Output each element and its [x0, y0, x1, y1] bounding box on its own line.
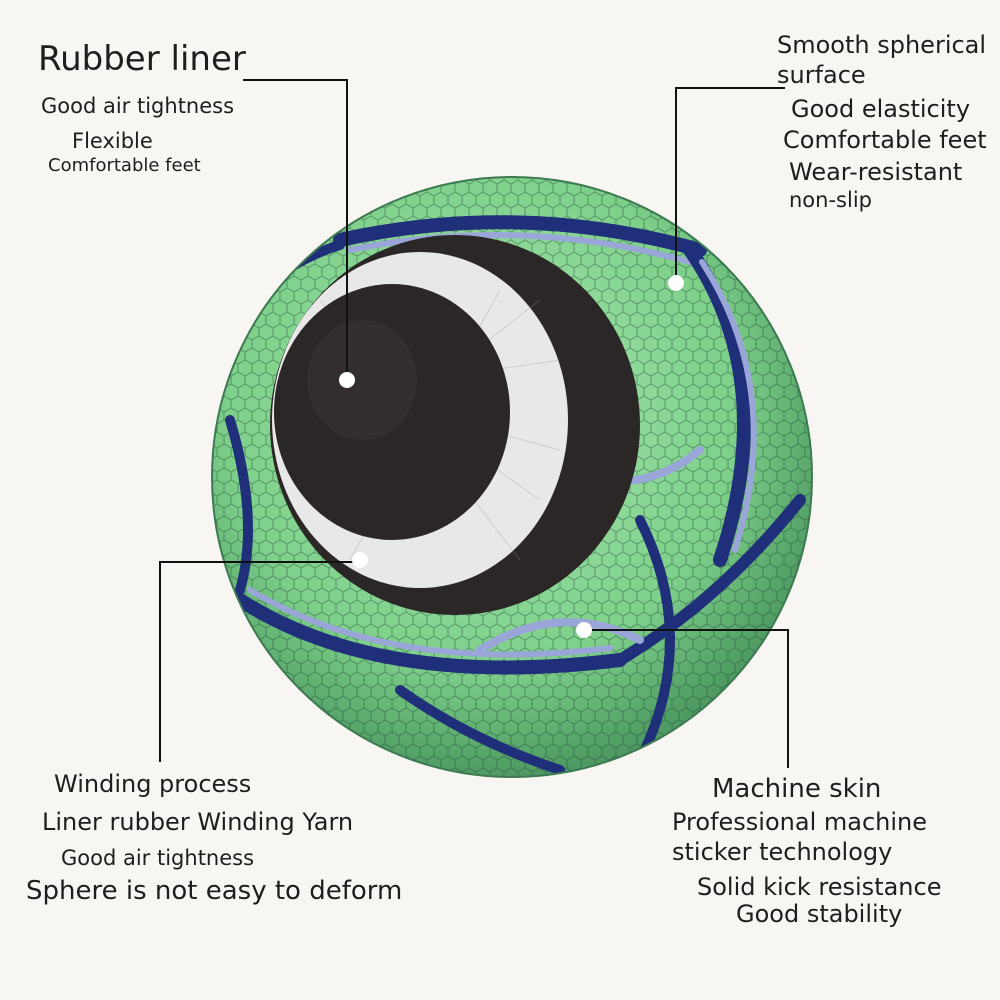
- machine-skin-dot: [576, 622, 592, 638]
- machine-skin-feature-4: Good stability: [736, 900, 903, 928]
- surface-feature-3: Wear-resistant: [789, 158, 963, 186]
- leader-lines: [159, 79, 789, 768]
- machine-skin-feature-1: Professional machine: [672, 808, 927, 836]
- rubber-liner-feature-3: Comfortable feet: [48, 155, 201, 176]
- surface-title-line-2: surface: [777, 61, 866, 89]
- surface-title-line-1: Smooth spherical: [777, 31, 987, 59]
- winding-feature-2: Good air tightness: [61, 846, 255, 870]
- rubber-liner-dot: [339, 372, 355, 388]
- panel-stripes: [225, 215, 806, 775]
- surface-feature-4: non-slip: [789, 188, 872, 212]
- machine-skin-feature-3: Solid kick resistance: [697, 873, 942, 901]
- winding-dot: [352, 552, 368, 568]
- machine-skin-title: Machine skin: [712, 774, 882, 804]
- winding-feature-1: Liner rubber Winding Yarn: [42, 808, 354, 836]
- rubber-liner-feature-1: Good air tightness: [41, 94, 235, 118]
- rubber-liner-feature-2: Flexible: [72, 129, 153, 153]
- callout-dots: [339, 275, 684, 638]
- cutaway-layers: [270, 235, 640, 615]
- machine-skin-feature-2: sticker technology: [672, 838, 893, 866]
- surface-feature-1: Good elasticity: [791, 95, 971, 123]
- winding-feature-3: Sphere is not easy to deform: [26, 876, 403, 906]
- winding-title: Winding process: [54, 770, 252, 798]
- rubber-liner-title: Rubber liner: [38, 39, 246, 79]
- surface-feature-2: Comfortable feet: [783, 126, 987, 154]
- surface-dot: [668, 275, 684, 291]
